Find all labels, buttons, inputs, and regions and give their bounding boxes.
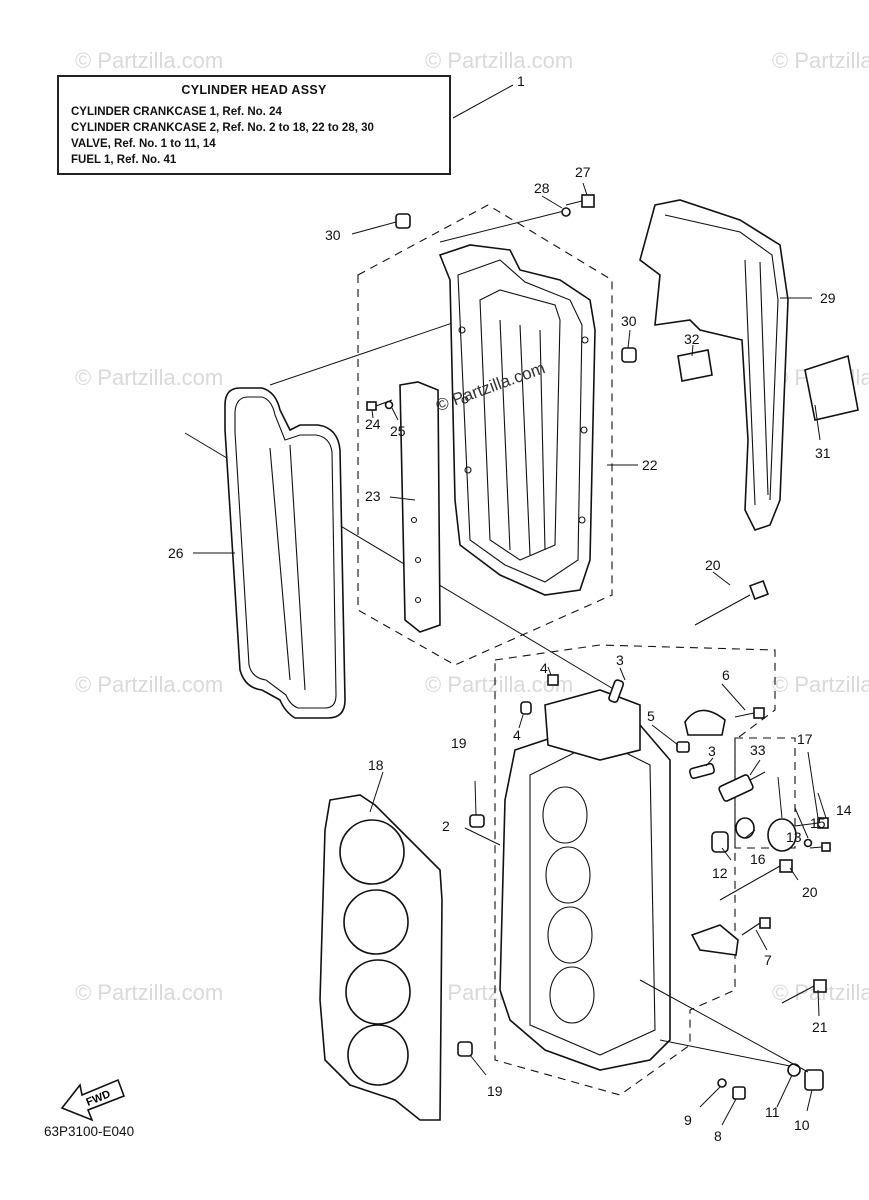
collar: [676, 741, 690, 753]
callout-15: 15: [810, 815, 826, 831]
legend-title: CYLINDER HEAD ASSY: [181, 83, 327, 97]
callout-27: 27: [575, 164, 591, 180]
callout-6: 6: [722, 667, 730, 683]
watermark: © Partzilla.com: [75, 365, 223, 390]
dowel-pin-left-lower: [457, 1041, 473, 1057]
leader-lines: [193, 84, 827, 1126]
cylinder-head-gasket: [319, 794, 443, 1121]
cover-group-outline: [357, 204, 613, 666]
washer: [384, 400, 394, 410]
thermostat-screw: [809, 842, 831, 852]
head-top-plate: [544, 689, 641, 761]
callout-3: 3: [616, 652, 624, 668]
callout-30: 30: [325, 227, 341, 243]
collar-lower: [711, 831, 729, 853]
callout-31: 31: [815, 445, 831, 461]
grommet-left: [395, 213, 411, 229]
legend-box: CYLINDER HEAD ASSY CYLINDER CRANKCASE 1,…: [57, 75, 451, 175]
drain-plug: [804, 1069, 824, 1091]
head-cover-gasket: [224, 387, 346, 719]
fwd-arrow-icon: FWD: [60, 1078, 126, 1122]
legend-line: FUEL 1, Ref. No. 41: [71, 154, 177, 166]
cover-plate: [399, 381, 441, 633]
callout-7: 7: [764, 952, 772, 968]
callout-18: 18: [368, 757, 384, 773]
callout-16: 16: [750, 851, 766, 867]
side-cover: [639, 199, 789, 531]
callout-14: 14: [836, 802, 852, 818]
callout-17: 17: [797, 731, 813, 747]
thermostat-bolt: [794, 817, 829, 829]
callout-12: 12: [712, 865, 728, 881]
callout-4: 4: [513, 727, 521, 743]
callout-11: 11: [765, 1104, 780, 1120]
callout-5: 5: [647, 708, 655, 724]
long-bolt-lower: [719, 859, 793, 901]
temperature-sensor: [718, 771, 766, 802]
callout-4: 4: [540, 660, 548, 676]
clamp-bracket-lower: [690, 924, 739, 956]
dowel-pin-top: [520, 701, 532, 715]
plug: [547, 674, 559, 686]
thermostat-cover: [767, 818, 797, 852]
callout-23: 23: [365, 488, 381, 504]
watermark: © Partzilla.com: [772, 48, 869, 73]
watermark: © Partzilla.com: [75, 48, 223, 73]
dowel-pin-right: [688, 762, 716, 780]
cylinder-head-cover: [438, 244, 596, 596]
callout-21: 21: [812, 1019, 828, 1035]
reference-line: [439, 209, 569, 243]
grommet-right: [621, 347, 637, 363]
watermark: © Partzilla.com: [75, 672, 223, 697]
legend-line: VALVE, Ref. No. 1 to 11, 14: [71, 138, 216, 150]
bracket-bolt-lower: [741, 917, 771, 936]
callout-22: 22: [642, 457, 658, 473]
long-bolt-upper: [694, 580, 769, 626]
legend-line: CYLINDER CRANKCASE 2, Ref. No. 2 to 18, …: [71, 122, 374, 134]
callout-8: 8: [714, 1128, 722, 1144]
small-bolt-lower: [732, 1086, 746, 1100]
callout-9: 9: [684, 1112, 692, 1128]
caution-label: [804, 354, 859, 421]
sensor-pin: [608, 679, 625, 703]
callout-29: 29: [820, 290, 836, 306]
clamp-bracket: [684, 709, 726, 736]
thermostat-gasket: [803, 838, 813, 848]
grommet-right-small: [735, 817, 755, 839]
top-washer: [561, 207, 571, 217]
bracket-bolt-upper: [734, 707, 765, 719]
watermark: © Partzilla.com: [425, 48, 573, 73]
watermark: © Partzilla.com: [772, 672, 869, 697]
head-group-outline: [494, 644, 776, 1096]
callout-33: 33: [750, 742, 766, 758]
callout-labels: 1 27 28 30 30 29 32 31 25 24 22 23 26 20…: [168, 73, 852, 1144]
callout-20: 20: [705, 557, 721, 573]
small-label: [677, 349, 713, 382]
callout-25: 25: [390, 423, 406, 439]
callout-1: 1: [517, 73, 525, 89]
drain-bolt: [781, 979, 827, 1004]
callout-20: 20: [802, 884, 818, 900]
callout-19: 19: [487, 1083, 503, 1099]
dowel-pin-left-upper: [469, 814, 485, 828]
callout-28: 28: [534, 180, 550, 196]
callout-24: 24: [365, 416, 381, 432]
watermark: © Partzilla.com: [75, 980, 223, 1005]
bolt-9-washer: [717, 1078, 727, 1088]
callout-2: 2: [442, 818, 450, 834]
callout-13: 13: [786, 829, 802, 845]
diagram-code: 63P3100-E040: [44, 1124, 135, 1139]
callout-26: 26: [168, 545, 184, 561]
callout-19: 19: [451, 735, 467, 751]
callout-30: 30: [621, 313, 637, 329]
top-bolt: [565, 194, 595, 208]
cylinder-head: [499, 709, 671, 1071]
callout-10: 10: [794, 1117, 810, 1133]
legend-line: CYLINDER CRANKCASE 1, Ref. No. 24: [71, 106, 282, 118]
callout-3: 3: [708, 743, 716, 759]
callout-32: 32: [684, 331, 700, 347]
